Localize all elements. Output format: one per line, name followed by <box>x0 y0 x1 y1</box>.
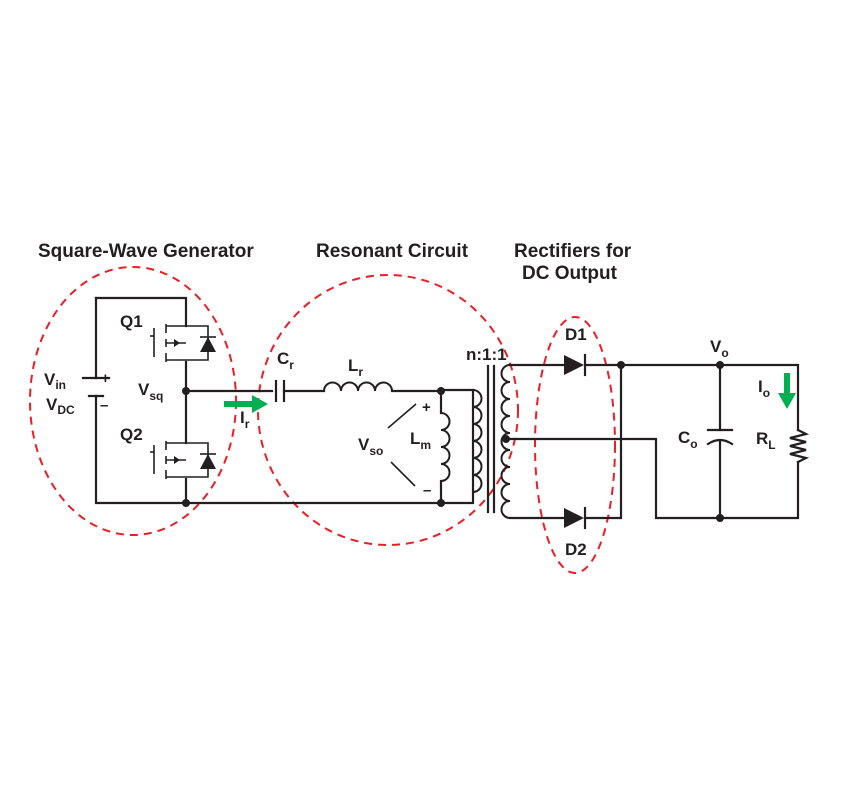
transformer-core <box>486 364 496 514</box>
vo-label: Vo <box>710 337 729 360</box>
d2-label: D2 <box>565 540 587 559</box>
q1-mosfet <box>150 324 216 362</box>
cr-label: Cr <box>277 349 294 372</box>
vso-pointer-top <box>387 403 417 429</box>
rl-label: RL <box>756 429 776 452</box>
lm-top-node <box>437 387 445 395</box>
vin-minus: – <box>100 397 108 414</box>
lm-label: Lm <box>410 429 431 452</box>
ground-node <box>182 499 190 507</box>
ir-label: Ir <box>240 408 250 431</box>
lm-inductor <box>440 412 451 482</box>
resonant-circuit-heading: Resonant Circuit <box>316 241 469 262</box>
transformer-secondary <box>500 364 511 519</box>
vsq-node <box>182 387 190 395</box>
vso-label: Vso <box>358 435 383 458</box>
io-current-arrow <box>778 373 796 409</box>
co-capacitor <box>706 428 734 446</box>
secondary-wiring <box>504 363 800 520</box>
rectifier-output-node <box>617 361 625 369</box>
ir-current-arrow <box>224 395 268 413</box>
vin-label: Vin <box>44 370 66 392</box>
vso-pointer-bottom <box>390 461 416 487</box>
resonant-boundary <box>257 274 519 546</box>
io-label: Io <box>758 377 770 400</box>
vin-plus: + <box>101 370 110 387</box>
rl-resistor <box>789 428 810 464</box>
square-wave-generator-heading: Square-Wave Generator <box>38 241 254 262</box>
q2-mosfet <box>150 441 216 479</box>
vdc-label: VDC <box>46 395 75 417</box>
lr-inductor <box>323 381 393 392</box>
d2-diode <box>564 506 587 530</box>
vo-node <box>716 361 724 369</box>
rectifier-boundary <box>534 316 616 574</box>
d1-label: D1 <box>565 325 587 344</box>
lr-label: Lr <box>348 356 363 379</box>
dc-source-symbol <box>81 376 111 398</box>
co-label: Co <box>678 428 698 451</box>
output-return-node <box>716 514 724 522</box>
transformer-primary <box>472 389 483 493</box>
square-wave-boundary <box>29 266 237 536</box>
vso-minus: – <box>423 482 431 499</box>
vsq-label: Vsq <box>138 380 163 403</box>
rectifiers-heading-line1: Rectifiers for <box>514 241 632 262</box>
cr-capacitor <box>274 379 326 403</box>
q2-label: Q2 <box>120 425 143 444</box>
rectifiers-heading-line2: DC Output <box>522 263 618 284</box>
vso-plus: + <box>422 399 431 416</box>
square-wave-wiring <box>94 296 475 505</box>
q1-label: Q1 <box>120 312 143 331</box>
turns-ratio-label: n:1:1 <box>466 345 507 364</box>
d1-diode <box>564 353 587 377</box>
